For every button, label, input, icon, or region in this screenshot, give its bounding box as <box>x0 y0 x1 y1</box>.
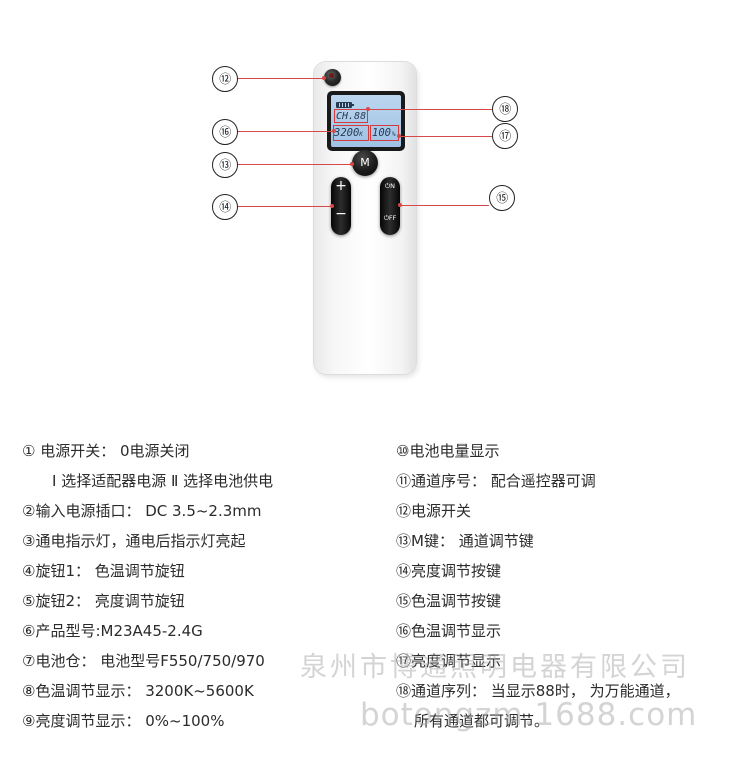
callout-line-18 <box>368 109 492 110</box>
callout-line-14 <box>236 206 332 207</box>
callout-dot-17 <box>397 134 401 138</box>
lcd-brightness-unit: % <box>392 131 396 138</box>
legend-item: ⑮色温调节按键 <box>396 592 502 610</box>
legend-item: ① 电源开关： 0电源关闭 <box>22 442 190 460</box>
on-button-label[interactable]: ⏻N <box>384 182 395 190</box>
callout-dot-13 <box>350 162 354 166</box>
legend-item: ⑧色温调节显示： 3200K~5600K <box>22 682 254 700</box>
legend-item: ⑭亮度调节按键 <box>396 562 502 580</box>
legend-item: ⑥产品型号:M23A45-2.4G <box>22 622 203 640</box>
callout-dot-14 <box>330 204 334 208</box>
callout-line-16 <box>236 131 334 132</box>
legend-left-column: ① 电源开关： 0电源关闭 Ⅰ 选择适配器电源 Ⅱ 选择电池供电 ②输入电源插口… <box>22 436 273 736</box>
callout-line-13 <box>236 164 352 165</box>
callout-number-18: ⑱ <box>492 96 518 122</box>
plus-icon[interactable]: + <box>335 178 347 194</box>
off-button-label[interactable]: ⏻FF <box>383 214 397 222</box>
callout-line-17 <box>399 136 492 137</box>
color-temp-rocker-button[interactable] <box>380 177 400 235</box>
legend-item: Ⅰ 选择适配器电源 Ⅱ 选择电池供电 <box>52 472 274 490</box>
power-button[interactable] <box>324 69 341 86</box>
callout-dot-12 <box>322 76 326 80</box>
lcd-color-temp-value: 3200 <box>334 127 360 139</box>
callout-number-13: ⑬ <box>212 152 238 178</box>
legend-item: ⑦电池仓： 电池型号F550/750/970 <box>22 652 265 670</box>
legend-item: ④旋钮1： 色温调节旋钮 <box>22 562 185 580</box>
lcd-channel-readout: CH.88 <box>336 111 367 122</box>
battery-level-icon <box>336 102 354 108</box>
legend-item: ⑤旋钮2： 亮度调节旋钮 <box>22 592 185 610</box>
color-temp-highlight-box <box>333 125 369 141</box>
callout-number-17: ⑰ <box>492 123 518 149</box>
brightness-highlight-box <box>370 125 399 141</box>
legend-item: ⑰亮度调节显示 <box>396 652 502 670</box>
minus-icon[interactable]: − <box>335 206 347 222</box>
legend-right-column: ⑩电池电量显示 ⑪通道序号： 配合遥控器可调 ⑫电源开关 ⑬M键： 通道调节键 … <box>396 436 680 736</box>
legend-item: ②输入电源插口： DC 3.5~2.3mm <box>22 502 262 520</box>
callout-line-12 <box>236 78 324 79</box>
callout-number-14: ⑭ <box>212 194 238 220</box>
lcd-brightness-readout: 100 <box>372 127 391 139</box>
legend-item: ⑫电源开关 <box>396 502 472 520</box>
legend-item: ⑩电池电量显示 <box>396 442 500 460</box>
legend-item: ⑪通道序号： 配合遥控器可调 <box>396 472 596 490</box>
callout-dot-15 <box>398 203 402 207</box>
lcd-color-temp-unit: K <box>359 131 363 138</box>
callout-dot-18 <box>366 107 370 111</box>
brightness-rocker-button[interactable] <box>331 177 351 235</box>
legend-item: ⑨亮度调节显示： 0%~100% <box>22 712 225 730</box>
callout-number-12: ⑫ <box>212 66 238 92</box>
callout-number-16: ⑯ <box>212 119 238 145</box>
legend-item: ③通电指示灯，通电后指示灯亮起 <box>22 532 246 550</box>
callout-dot-16 <box>332 129 336 133</box>
legend-item: 所有通道都可调节。 <box>414 712 550 730</box>
lcd-color-temp-readout: 3200K <box>334 127 363 139</box>
channel-highlight-box <box>334 109 368 123</box>
m-button[interactable]: M <box>352 150 378 176</box>
legend-item: ⑬M键： 通道调节键 <box>396 532 534 550</box>
legend-item: ⑱通道序列： 当显示88时， 为万能通道， <box>396 682 680 700</box>
legend-item: ⑯色温调节显示 <box>396 622 502 640</box>
callout-line-15 <box>400 205 489 206</box>
callout-number-15: ⑮ <box>489 185 515 211</box>
